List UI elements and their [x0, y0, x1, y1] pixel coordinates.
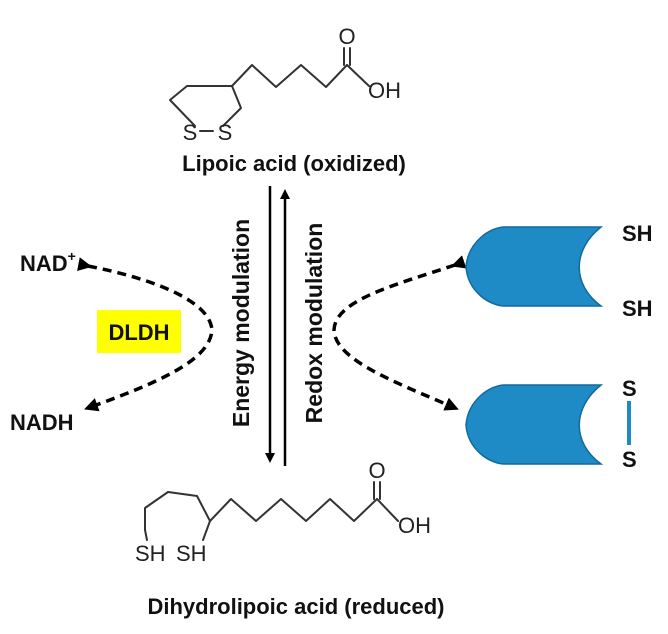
lipoic-acid-structure: S S O OH: [169, 24, 401, 145]
carbonyl-oxygen: O: [368, 458, 385, 483]
ring-sulfur-atom: S: [218, 120, 233, 145]
top-caption: Lipoic acid (oxidized): [182, 151, 406, 176]
hydroxyl-group: OH: [368, 78, 401, 103]
protein-thiol-label: SH: [622, 221, 653, 246]
carbonyl-oxygen: O: [338, 24, 355, 49]
pentanoic-chain-bonds: [209, 498, 378, 522]
energy-modulation-label: Energy modulation: [228, 219, 254, 427]
protein-thiol-label: SH: [622, 296, 653, 321]
bottom-caption: Dihydrolipoic acid (reduced): [147, 594, 444, 619]
equilibrium-arrows: [265, 186, 290, 466]
protein-sulfur-label: S: [622, 376, 637, 401]
hydroxyl-bond: [376, 498, 399, 522]
dldh-enzyme-box: [97, 310, 181, 353]
hydroxyl-group: OH: [398, 513, 431, 538]
oxidized-protein-shape: [465, 384, 604, 465]
nad-plus-label: NAD+: [20, 248, 76, 276]
reduced-protein-shape: [465, 226, 604, 307]
reduced-protein: SH SH: [465, 221, 653, 321]
dldh-enzyme-label: DLDH: [108, 320, 169, 345]
thiol-group: SH: [176, 541, 207, 566]
thiol-bond: [144, 529, 148, 541]
thiol-group: SH: [135, 541, 166, 566]
dihydrolipoic-acid-structure: SH SH O OH: [135, 458, 431, 566]
pentanoic-chain-bonds: [231, 64, 348, 88]
hydroxyl-bond: [346, 64, 370, 87]
open-chain-bonds: [144, 491, 211, 541]
protein-sulfur-label: S: [622, 447, 637, 472]
ring-sulfur-atom: S: [183, 120, 198, 145]
nadh-label: NADH: [10, 410, 74, 435]
oxidized-protein: S S: [465, 376, 637, 472]
redox-modulation-label: Redox modulation: [301, 223, 327, 424]
protein-redox-dashed-curve: [332, 255, 467, 411]
